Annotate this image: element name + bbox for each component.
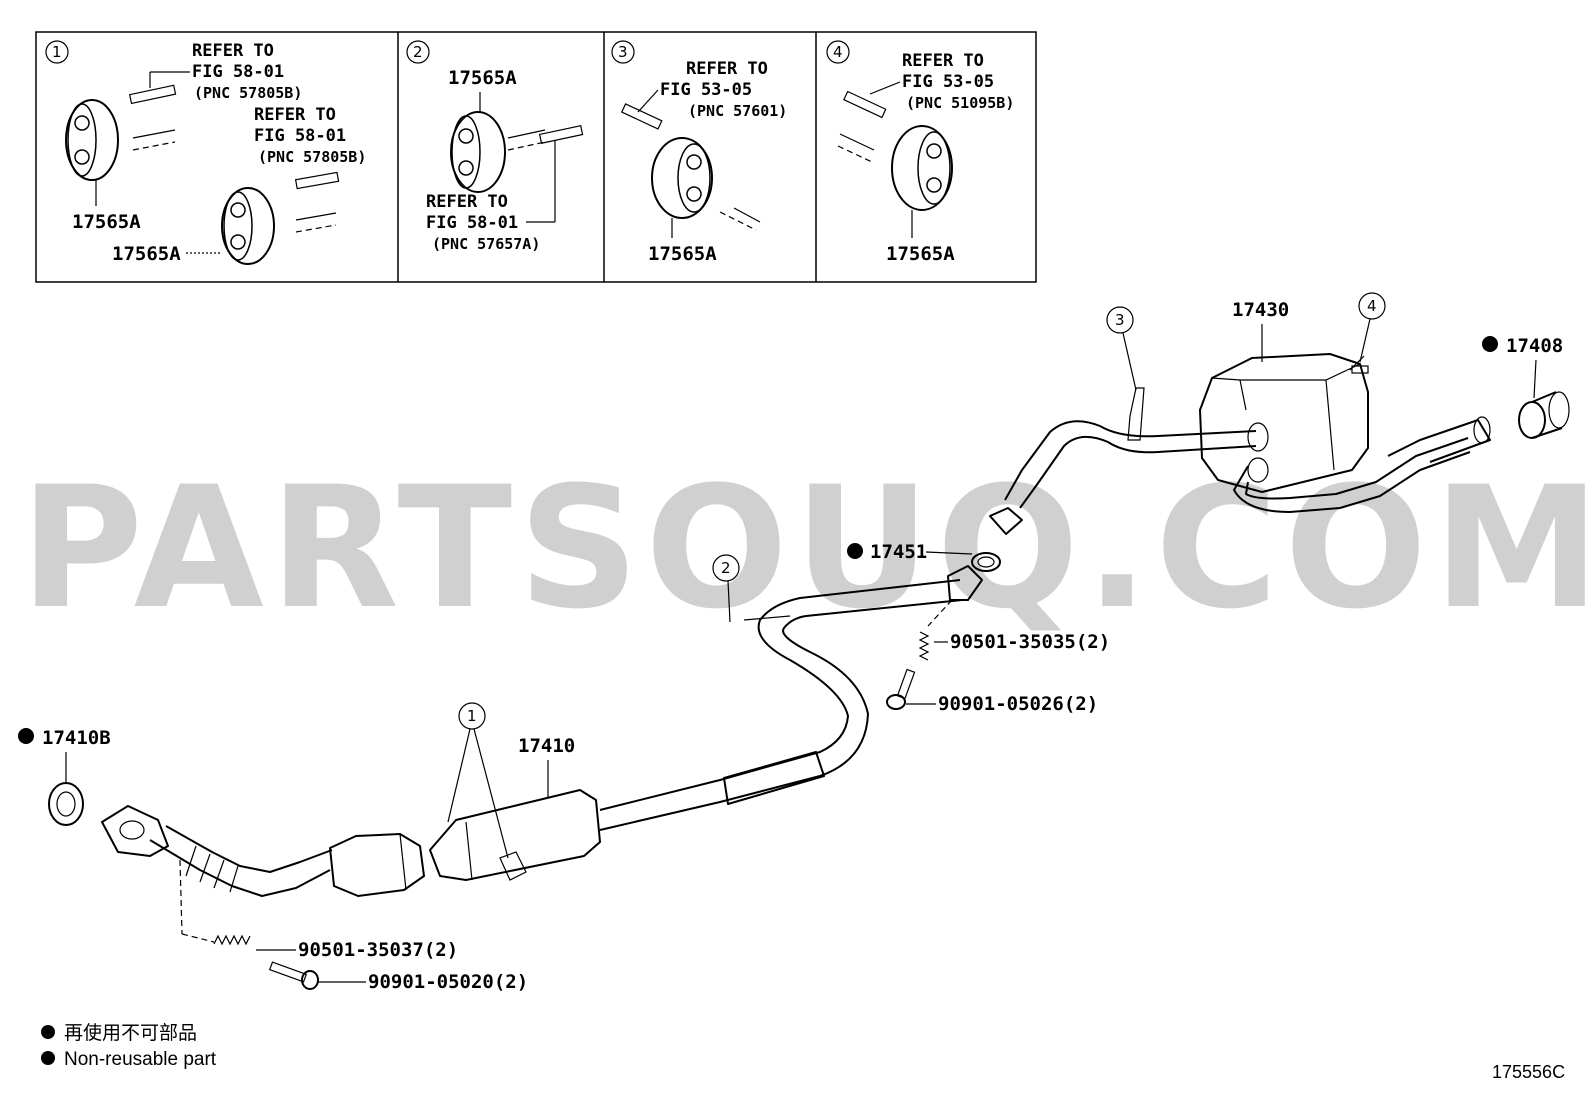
hanger-17565A-icon bbox=[65, 99, 119, 181]
panel-2: 2 17565A REFER TO FIG 58-01 (PNC 57657A) bbox=[406, 40, 584, 253]
panel-3-number: 3 bbox=[618, 43, 628, 61]
panel-1-part-a: 17565A bbox=[72, 211, 141, 233]
panel-3-ref-line2: FIG 53-05 bbox=[660, 80, 752, 100]
legend-bullet bbox=[41, 1051, 55, 1065]
callout-4: 4 bbox=[1358, 292, 1386, 363]
svg-text:2: 2 bbox=[721, 559, 731, 577]
panel-4-ref-line2: FIG 53-05 bbox=[902, 72, 994, 92]
label-90501-35037: 90501-35037(2) bbox=[298, 939, 458, 961]
spring-90501-35037-icon bbox=[179, 859, 251, 946]
panel-1-number-circle bbox=[45, 40, 69, 64]
hanger-17565A-icon bbox=[221, 187, 275, 265]
non-reusable-bullet bbox=[18, 728, 34, 744]
non-reusable-bullet bbox=[847, 543, 863, 559]
panel-2-ref-line2: FIG 58-01 bbox=[426, 213, 518, 233]
panel-1-part-b: 17565A bbox=[112, 243, 181, 265]
panel-4-ref-pnc: (PNC 51095B) bbox=[906, 94, 1014, 112]
gasket-17451-icon bbox=[971, 552, 1001, 572]
callout-2: 2 bbox=[712, 554, 740, 623]
panel-4-part: 17565A bbox=[886, 243, 955, 265]
panel-2-ref-pnc: (PNC 57657A) bbox=[432, 235, 540, 253]
front-exhaust-pipe bbox=[101, 565, 983, 897]
panel-4: 4 REFER TO FIG 53-05 (PNC 51095B) 17565A bbox=[826, 40, 1014, 265]
panel-4-ref-line1: REFER TO bbox=[902, 51, 984, 71]
diagram-code: 175556C bbox=[1492, 1062, 1565, 1082]
panel-1-ref-a-line1: REFER TO bbox=[192, 41, 274, 61]
panel-1-ref-a-pnc: (PNC 57805B) bbox=[194, 84, 302, 102]
panel-2-number: 2 bbox=[413, 43, 423, 61]
panel-1-ref-b-pnc: (PNC 57805B) bbox=[258, 148, 366, 166]
rear-muffler bbox=[989, 353, 1491, 535]
callout-1: 1 bbox=[447, 702, 509, 859]
label-17430: 17430 bbox=[1232, 299, 1289, 321]
hanger-reference-panel bbox=[35, 31, 1037, 283]
label-17410B: 17410B bbox=[42, 727, 111, 749]
panel-2-part: 17565A bbox=[448, 67, 517, 89]
label-17451: 17451 bbox=[870, 541, 927, 563]
panel-2-number-circle bbox=[406, 40, 430, 64]
panel-3-ref-pnc: (PNC 57601) bbox=[688, 102, 787, 120]
panel-4-number: 4 bbox=[833, 43, 843, 61]
label-90501-35035: 90501-35035(2) bbox=[950, 631, 1110, 653]
legend-en: Non-reusable part bbox=[64, 1049, 217, 1070]
tail-pipe-cover bbox=[1518, 391, 1570, 439]
spring-90501-35035-icon bbox=[918, 599, 953, 661]
panel-3-ref-line1: REFER TO bbox=[686, 59, 768, 79]
panel-3-number-circle bbox=[611, 40, 635, 64]
panel-3-part: 17565A bbox=[648, 243, 717, 265]
panel-1-ref-b-line1: REFER TO bbox=[254, 105, 336, 125]
panel-1-ref-a-line2: FIG 58-01 bbox=[192, 62, 284, 82]
hanger-17565A-icon bbox=[651, 137, 713, 219]
callout-3: 3 bbox=[1106, 306, 1137, 391]
label-17408: 17408 bbox=[1506, 335, 1563, 357]
label-90901-05026: 90901-05026(2) bbox=[938, 693, 1098, 715]
watermark: PARTSOUQ.COM bbox=[20, 450, 1592, 646]
panel-1: 1 REFER TO FIG 58-01 (PNC 57805B) REFER … bbox=[45, 40, 366, 265]
label-90901-05020: 90901-05020(2) bbox=[368, 971, 528, 993]
label-17410: 17410 bbox=[518, 735, 575, 757]
hanger-17565A-icon bbox=[891, 125, 953, 211]
legend-bullet bbox=[41, 1025, 55, 1039]
panel-1-number: 1 bbox=[52, 43, 62, 61]
svg-text:3: 3 bbox=[1115, 311, 1125, 329]
bolt-90901-05026-icon bbox=[886, 668, 916, 710]
panel-2-ref-line1: REFER TO bbox=[426, 192, 508, 212]
non-reusable-bullet bbox=[1482, 336, 1498, 352]
legend-jp: 再使用不可部品 bbox=[64, 1022, 197, 1044]
panel-1-ref-b-line2: FIG 58-01 bbox=[254, 126, 346, 146]
gasket-17410B-icon bbox=[48, 782, 84, 826]
panel-3: 3 REFER TO FIG 53-05 (PNC 57601) 17565A bbox=[611, 40, 787, 265]
panel-4-number-circle bbox=[826, 40, 850, 64]
hanger-17565A-icon bbox=[450, 111, 506, 193]
bolt-90901-05020-icon bbox=[268, 961, 319, 990]
svg-text:1: 1 bbox=[467, 707, 477, 725]
svg-text:4: 4 bbox=[1367, 297, 1377, 315]
